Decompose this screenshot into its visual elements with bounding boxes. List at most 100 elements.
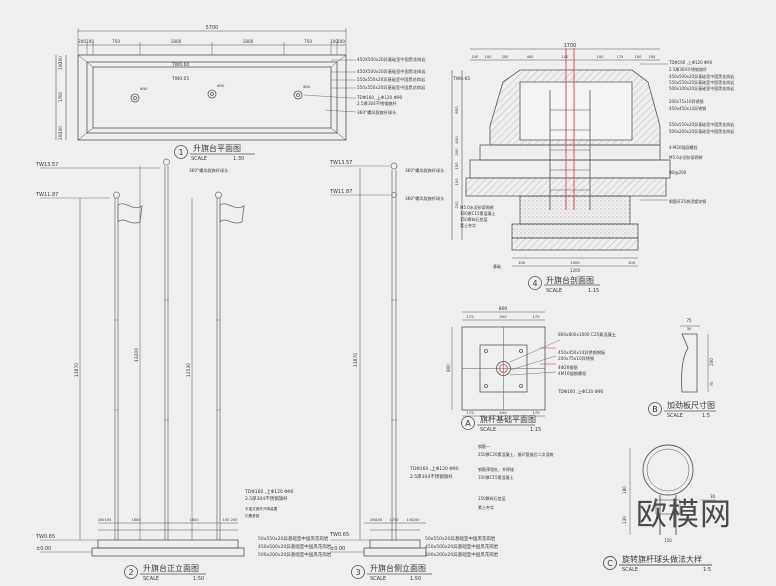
ball-dim-3: 150 bbox=[664, 538, 672, 543]
plan-dim-0: 200 bbox=[78, 39, 86, 44]
section-callout-0: TDΦ160 ,上Φ120 Φ90 bbox=[668, 59, 713, 65]
section-poles bbox=[565, 48, 575, 210]
section-left-callout-0: M5.0水泥砂浆砌砖 bbox=[460, 204, 494, 210]
section-left-dim-2: 200 bbox=[454, 148, 459, 156]
section-bottom-c: 100 bbox=[628, 260, 636, 265]
section-sub-dim-5: 100 bbox=[597, 55, 605, 59]
elev-bottom-dim-1: 100 bbox=[105, 518, 112, 522]
ball-dim-0: 180 bbox=[622, 486, 627, 494]
section-left-callout-2: 150厚碎石垫层 bbox=[460, 216, 488, 222]
stiffener-detail bbox=[648, 325, 716, 416]
section-callout-8: 500x200x20异基础室中国黑花岗岩 bbox=[669, 128, 734, 134]
side-bottom-dim-0: 200 bbox=[370, 518, 377, 522]
stiff-num: B bbox=[652, 405, 658, 414]
plan-scale-label: SCALE bbox=[191, 156, 207, 162]
plan-num: 1 bbox=[178, 148, 183, 157]
found-bottom-2: 175 bbox=[532, 410, 540, 415]
plan-view bbox=[55, 28, 357, 159]
ball-num: C bbox=[607, 559, 613, 568]
front-elevation-annotations: TW13.57TW11.87TW0.65±0.00118701320012530… bbox=[35, 162, 332, 582]
side-level-4: ±0.00 bbox=[330, 546, 345, 552]
section-scale: 1:15 bbox=[588, 288, 599, 294]
section-callout-1: 2.5厚304不锈钢旗杆 bbox=[669, 66, 707, 72]
stiff-scale-label: SCALE bbox=[667, 413, 683, 419]
plan-dim-7: 200 bbox=[337, 39, 345, 44]
elev-callout-1: TDΦ160 ,上Φ120 Φ90 bbox=[244, 488, 294, 495]
found-top-sub-1: 450 bbox=[499, 314, 507, 319]
notes-line-5: 素土夯实 bbox=[478, 504, 494, 510]
plan-level-a: TW0.60 bbox=[171, 62, 189, 68]
section-sub-dim-1: 100 bbox=[485, 55, 493, 59]
side-bottom-dim-2: 1700 bbox=[390, 518, 399, 522]
section-scale-label: SCALE bbox=[546, 288, 562, 294]
found-bottom-1: 450 bbox=[499, 410, 507, 415]
elev-scale: 1:50 bbox=[193, 576, 204, 582]
section-left-callout-3: 素土夯实 bbox=[460, 222, 476, 228]
section-callout-10: M5.0水泥砂浆砌砖 bbox=[669, 154, 703, 160]
plan-circle-b: Φ50 bbox=[217, 84, 225, 88]
elev-level-4: ±0.00 bbox=[36, 546, 51, 552]
section-callout-3: 550x550x20异基础室中国黑花岗岩 bbox=[669, 79, 734, 85]
section-view bbox=[451, 48, 671, 290]
section-callout-9: 4-M20锚固螺栓 bbox=[669, 144, 698, 150]
side-callout-2: TDΦ160 ,上Φ120 Φ90 bbox=[409, 465, 459, 472]
elev-callout-0: 360°螺风叙旗杆球头 bbox=[189, 167, 228, 174]
notes-line-0: 钢筋一 bbox=[478, 443, 490, 449]
plan-dim-3: 1800 bbox=[171, 39, 182, 44]
found-scale: 1:15 bbox=[530, 427, 541, 433]
section-callout-5: 200x75x10异锈钢 bbox=[669, 98, 704, 104]
found-scale-label: SCALE bbox=[480, 427, 496, 433]
side-scale-label: SCALE bbox=[370, 576, 386, 582]
elev-level-2: TW11.87 bbox=[35, 192, 58, 198]
side-callout-5: 450x500x20异基础室中国黑花岗岩 bbox=[425, 543, 499, 550]
section-left-dim-4: 100 bbox=[454, 178, 459, 186]
watermark-logo: 欧模网 bbox=[636, 497, 732, 533]
elev-scale-label: SCALE bbox=[143, 576, 159, 582]
elev-callout-2: 2.5厚304不锈钢旗杆 bbox=[245, 495, 288, 502]
ball-detail bbox=[603, 444, 716, 570]
found-note-4: 4M16锚钢螺栓 bbox=[558, 370, 587, 377]
side-callout-4: 50x550x20异基础室中国黑花岗岩 bbox=[425, 535, 496, 542]
section-sub-dim-4: 100 bbox=[562, 55, 570, 59]
elev-level-1: TW13.57 bbox=[35, 162, 58, 168]
side-bottom-dim-4: 200 bbox=[413, 518, 420, 522]
foundation-plan bbox=[451, 311, 561, 430]
section-callout-6: 450x450x14异锈钢 bbox=[669, 105, 706, 111]
elev-title: 升旗台正立面图 bbox=[143, 563, 199, 573]
side-elevation-annotations: TW13.57TW11.87TW0.65±0.0011870360°螺风叙旗杆球… bbox=[329, 160, 499, 582]
notes-line-2: 钢筋预埋处，并焊接 bbox=[478, 466, 514, 472]
plan-dim-6: 100 bbox=[330, 39, 338, 44]
plan-left-dim-3: 100 bbox=[58, 126, 63, 134]
found-top-sub-0: 175 bbox=[466, 314, 474, 319]
section-callout-4: 500x100x20异基础室中国黑花岗岩 bbox=[669, 85, 734, 91]
section-foot: 基础 bbox=[493, 263, 501, 269]
section-left-dim-0: 650 bbox=[454, 106, 459, 114]
section-sub-dim-8: 100 bbox=[649, 55, 657, 59]
section-bottom-b: 1000 bbox=[570, 260, 580, 265]
plan-dim-1: 100 bbox=[86, 39, 94, 44]
plan-left-dim-0: 200 bbox=[58, 56, 63, 64]
plan-note-4: TDΦ160 ,上Φ120 Φ90 bbox=[356, 94, 403, 100]
section-title: 升旗台剖面图 bbox=[546, 275, 594, 285]
plan-left-dim-1: 100 bbox=[58, 62, 63, 70]
section-bottom-a: 100 bbox=[518, 260, 526, 265]
elev-bottom-dim-3: 1800 bbox=[190, 518, 199, 522]
plan-left-dim-2: 1700 bbox=[58, 91, 63, 102]
section-level: TW0.65 bbox=[452, 76, 470, 82]
side-level-3: TW0.65 bbox=[329, 532, 349, 538]
notes-line-1: 250厚C20素混凝土，循环管放后二次浇筑 bbox=[478, 451, 554, 457]
elev-bottom-dim-5: 200 bbox=[231, 518, 238, 522]
plan-title: 升旗台平面图 bbox=[193, 143, 241, 153]
stiff-dim-1: 35 bbox=[687, 327, 692, 331]
ball-dim-1: 30 bbox=[710, 494, 716, 499]
stiff-dim-3: 75 bbox=[709, 381, 714, 386]
found-note-2: 200x75x10异锈钢 bbox=[558, 355, 594, 362]
section-sub-dim-6: 175 bbox=[617, 55, 624, 59]
side-scale: 1:50 bbox=[410, 576, 421, 582]
section-sub-dim-3: 400 bbox=[527, 55, 535, 59]
found-top-dim: 800 bbox=[499, 306, 508, 312]
